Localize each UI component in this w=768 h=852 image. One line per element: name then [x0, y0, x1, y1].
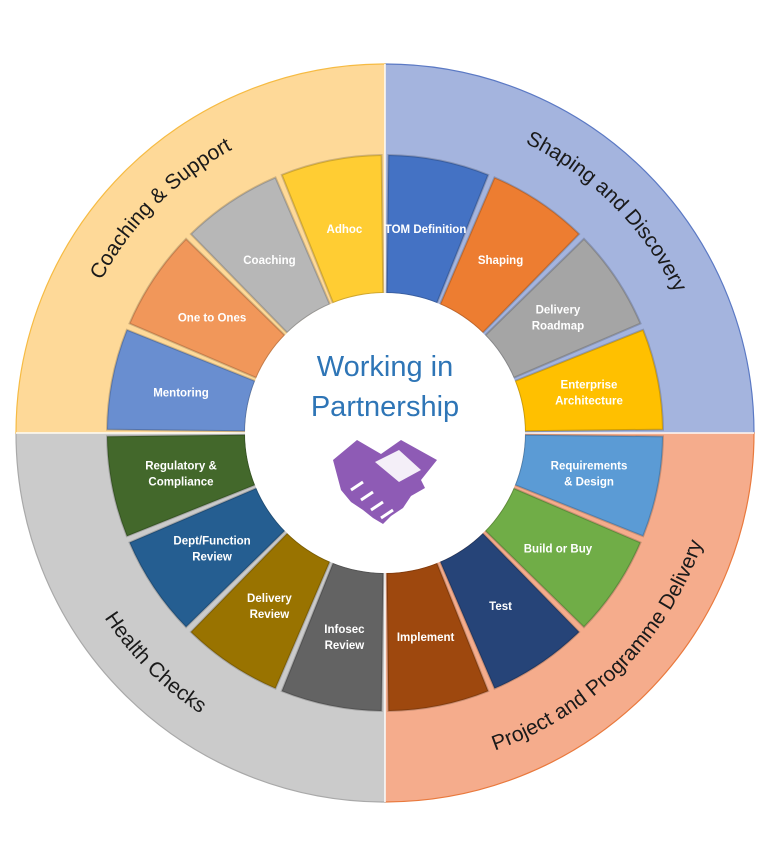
- segment-label: Review: [192, 552, 232, 564]
- center-circle: [245, 293, 525, 573]
- segment-label: Roadmap: [532, 320, 584, 332]
- segment-layer: TOM DefinitionShapingDeliveryRoadmapEnte…: [106, 154, 664, 712]
- segment-label: Build or Buy: [524, 544, 593, 556]
- segment-label: Implement: [397, 632, 455, 644]
- center-title-line2: Partnership: [311, 391, 459, 423]
- segment-label: Delivery: [247, 593, 292, 605]
- segment-label: Delivery: [536, 304, 581, 316]
- segment-label: Mentoring: [153, 387, 209, 399]
- segment-label: & Design: [564, 477, 614, 489]
- segment-label: Review: [250, 609, 290, 621]
- segment-label: Shaping: [478, 255, 523, 267]
- segment-label: Enterprise: [561, 379, 618, 391]
- segment: Requirements & Design: [513, 433, 664, 538]
- segment: Test: [438, 531, 581, 690]
- segment-label: TOM Definition: [385, 224, 467, 236]
- segment: Regulatory & Compliance: [106, 433, 257, 538]
- segment-label: Adhoc: [327, 224, 363, 236]
- segment-label: Dept/Function: [173, 536, 250, 548]
- segment-label: Review: [325, 640, 365, 652]
- segment-label: Infosec: [324, 624, 365, 636]
- segment-label: Test: [489, 601, 512, 613]
- handshake-icon: [333, 440, 437, 524]
- segment-label: Architecture: [555, 395, 623, 407]
- segment-label: Coaching: [243, 255, 295, 267]
- segment-label: Requirements: [551, 461, 628, 473]
- segment-label: One to Ones: [178, 312, 246, 324]
- segment: Coaching: [189, 176, 332, 335]
- segment-label: Compliance: [148, 477, 213, 489]
- segment-label: Regulatory &: [145, 461, 217, 473]
- segment: Mentoring: [106, 328, 257, 433]
- segment: Adhoc: [280, 154, 385, 305]
- center-title-line1: Working in: [317, 351, 453, 383]
